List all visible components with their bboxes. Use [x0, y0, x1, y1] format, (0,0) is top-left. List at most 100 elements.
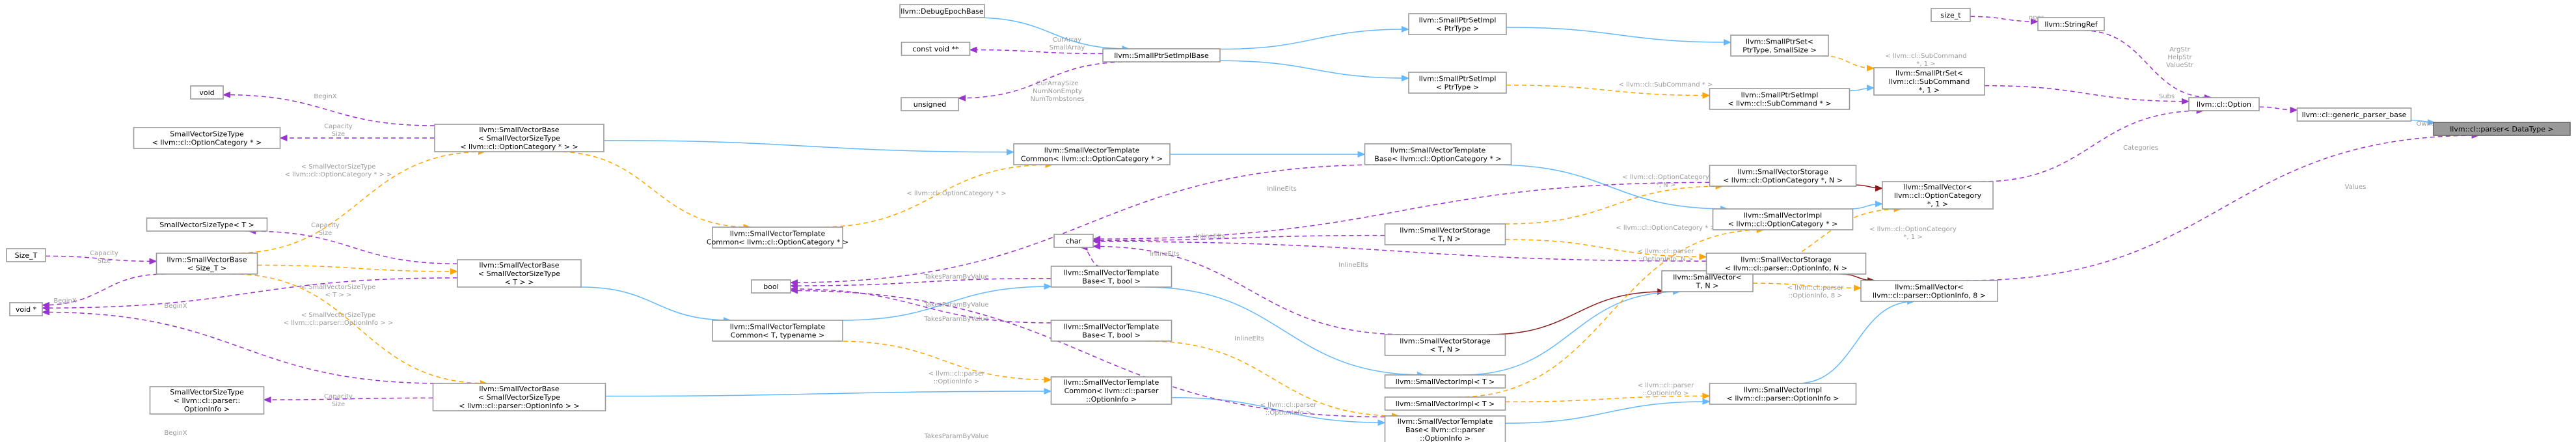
class-node-smallptrsetimplbase[interactable]: llvm::SmallPtrSetImplBase	[1102, 48, 1221, 62]
class-node-cl-parser[interactable]: llvm::cl::parser< DataType >	[2433, 122, 2571, 136]
class-node-svstorage-optinfo[interactable]: llvm::SmallVectorStorage< llvm::cl::pars…	[1705, 253, 1867, 275]
edge-smallvector_tn-to-smallvector_optcat	[1735, 206, 1902, 271]
edge-svtc_optinfo-to-svtb_optinfo	[1171, 397, 1386, 426]
class-node-stringref[interactable]: llvm::StringRef	[2037, 17, 2105, 31]
edge-smallptrset_sub1-to-option	[1984, 85, 2190, 105]
edge-size_T-to-svb_size	[45, 255, 157, 265]
class-node-label: SmallVectorSizeType< llvm::cl::OptionCat…	[152, 130, 262, 147]
class-node-option[interactable]: llvm::cl::Option	[2188, 97, 2260, 111]
edge-svimpl_t_a-to-smallvector_tn	[1462, 288, 1681, 376]
class-node-box	[2037, 17, 2105, 31]
class-node-char[interactable]: char	[1053, 234, 1094, 248]
class-node-label: llvm::SmallVectorBase< Size_T >	[167, 256, 247, 273]
class-node-box	[6, 248, 46, 262]
class-node-debugepochbase[interactable]: llvm::DebugEpochBase	[899, 4, 985, 18]
class-node-size-t[interactable]: size_t	[1931, 8, 1971, 22]
edge-label-begin-2: BeginX	[164, 303, 187, 310]
class-node-void-ptr[interactable]: void *	[9, 302, 43, 316]
class-node-box	[146, 217, 268, 232]
class-node-void[interactable]: void	[190, 85, 224, 100]
class-node-svst-optinfo[interactable]: SmallVectorSizeType< llvm::cl::parser::O…	[149, 386, 265, 415]
class-node-svimpl-optcat[interactable]: llvm::SmallVectorImpl< llvm::cl::OptionC…	[1712, 208, 1854, 230]
edge-svb_optinfo-to-svtc_optinfo	[605, 388, 1052, 397]
edge-svtb_t_bool_b-to-bool	[790, 285, 1051, 324]
edge-label-inlineelts-1: InlineElts	[1267, 186, 1297, 193]
edge-svb_optinfo-to-void_ptr	[42, 309, 443, 384]
class-node-svb-t[interactable]: llvm::SmallVectorBase< SmallVectorSizeTy…	[457, 259, 582, 288]
class-node-svimpl-t-b[interactable]: llvm::SmallVectorImpl< T >	[1384, 396, 1506, 411]
edge-svstorage_optcat-to-smallvector_optcat	[1856, 184, 1883, 192]
edge-svimpl_optcat-to-smallvector_optcat	[1849, 200, 1883, 210]
edge-smallptrsetimpl_sub-to-smallptrset_sub1	[1849, 85, 1875, 92]
class-node-svstorage-tn-a[interactable]: llvm::SmallVectorStorage< T, N >	[1384, 223, 1506, 245]
class-node-box	[1013, 143, 1171, 165]
class-node-unsigned[interactable]: unsigned	[901, 97, 959, 111]
class-node-svimpl-t-a[interactable]: llvm::SmallVectorImpl< T >	[1384, 374, 1506, 389]
edge-label-takes-4: TakesParamByValue	[923, 433, 988, 440]
class-node-label: llvm::SmallPtrSetImpl< llvm::cl::SubComm…	[1728, 91, 1831, 108]
class-node-size-T[interactable]: Size_T	[6, 248, 46, 262]
class-node-label: llvm::SmallPtrSetImpl< PtrType >	[1419, 16, 1497, 33]
class-node-svb-optcat[interactable]: llvm::SmallVectorBase< SmallVectorSizeTy…	[434, 124, 604, 152]
edge-smallptrsetimpl_ptr_b-to-smallptrsetimpl_sub	[1506, 85, 1711, 99]
class-node-smallptrsetimpl-ptr-a[interactable]: llvm::SmallPtrSetImpl< PtrType >	[1408, 13, 1507, 35]
edge-label-optcat-ptr: < llvm::cl::OptionCategory * >	[1616, 225, 1715, 232]
edge-label-npos: npos	[2029, 14, 2044, 21]
class-node-box	[1709, 165, 1857, 187]
class-node-svimpl-optinfo[interactable]: llvm::SmallVectorImpl< llvm::cl::parser:…	[1709, 383, 1857, 405]
class-node-box	[901, 97, 959, 111]
class-node-svb-size[interactable]: llvm::SmallVectorBase< Size_T >	[156, 253, 258, 275]
edge-label-svst-optinfo-t: < SmallVectorSizeType< llvm::cl::parser:…	[284, 312, 394, 327]
class-node-box	[751, 279, 791, 294]
class-node-smallptrsetimpl-ptr-b[interactable]: llvm::SmallPtrSetImpl< PtrType >	[1408, 72, 1507, 94]
class-node-label: llvm::SmallVectorBase< SmallVectorSizeTy…	[460, 126, 578, 151]
edge-svb_size-to-svb_optinfo	[231, 273, 488, 387]
edge-svb_optinfo-to-svst_optinfo	[263, 396, 433, 404]
class-node-label: llvm::SmallPtrSet<PtrType, SmallSize >	[1742, 38, 1817, 55]
edge-svtb_optinfo-to-bool	[790, 287, 1385, 418]
class-node-svst-t[interactable]: SmallVectorSizeType< T >	[146, 217, 268, 232]
edge-svb_t-to-void_ptr	[42, 277, 458, 312]
class-node-bool[interactable]: bool	[751, 279, 791, 294]
class-node-svst-optcat[interactable]: SmallVectorSizeType< llvm::cl::OptionCat…	[133, 127, 281, 149]
class-node-smallvector-optcat[interactable]: llvm::SmallVector<llvm::cl::OptionCatego…	[1882, 181, 1994, 210]
class-node-box	[190, 85, 224, 100]
class-node-smallptrsetimpl-sub[interactable]: llvm::SmallPtrSetImpl< llvm::cl::SubComm…	[1709, 88, 1851, 110]
class-node-box	[1712, 208, 1854, 230]
class-node-const-void[interactable]: const void **	[901, 42, 971, 56]
class-node-label: llvm::cl::generic_parser_base	[2302, 111, 2407, 119]
nodes-layer: llvm::cl::parser< DataType > llvm::cl::ge…	[6, 4, 2571, 442]
class-node-svb-optinfo[interactable]: llvm::SmallVectorBase< SmallVectorSizeTy…	[432, 383, 606, 411]
class-node-smallptrset-sub1[interactable]: llvm::SmallPtrSet<llvm::cl::SubCommand*,…	[1873, 67, 1985, 96]
class-node-box	[1705, 253, 1867, 275]
class-node-box	[156, 253, 258, 275]
class-node-generic-parser-base[interactable]: llvm::cl::generic_parser_base	[2296, 107, 2412, 122]
edge-label-inlineelts-2: InlineElts	[1195, 233, 1225, 240]
edge-svtb_optcat-to-svimpl_optcat	[1493, 164, 1729, 212]
edge-svstorage_optinfo-to-smallvector_optinfo	[1840, 273, 1876, 284]
class-node-svstorage-tn-b[interactable]: llvm::SmallVectorStorage< T, N >	[1384, 334, 1506, 356]
class-node-box	[1384, 396, 1506, 411]
edge-svb_optcat-to-svtc_optcat_a	[603, 139, 1014, 156]
class-node-box	[1882, 181, 1994, 210]
class-node-label: llvm::SmallVectorImpl< T >	[1396, 400, 1495, 408]
edge-label-inlineelts-5: InlineElts	[1150, 251, 1180, 258]
edge-smallptrsetimplbase-to-const_void	[969, 46, 1104, 55]
class-node-box	[901, 42, 971, 56]
class-node-svstorage-optcat[interactable]: llvm::SmallVectorStorage< llvm::cl::Opti…	[1709, 165, 1857, 187]
edge-stringref-to-option	[2083, 30, 2212, 101]
class-node-smallptrset-ptr-n[interactable]: llvm::SmallPtrSet<PtrType, SmallSize >	[1730, 35, 1829, 57]
class-node-smallvector-optinfo[interactable]: llvm::SmallVector<llvm::cl::parser::Opti…	[1860, 280, 1998, 302]
edge-svtb_optcat-to-bool	[790, 164, 1386, 286]
